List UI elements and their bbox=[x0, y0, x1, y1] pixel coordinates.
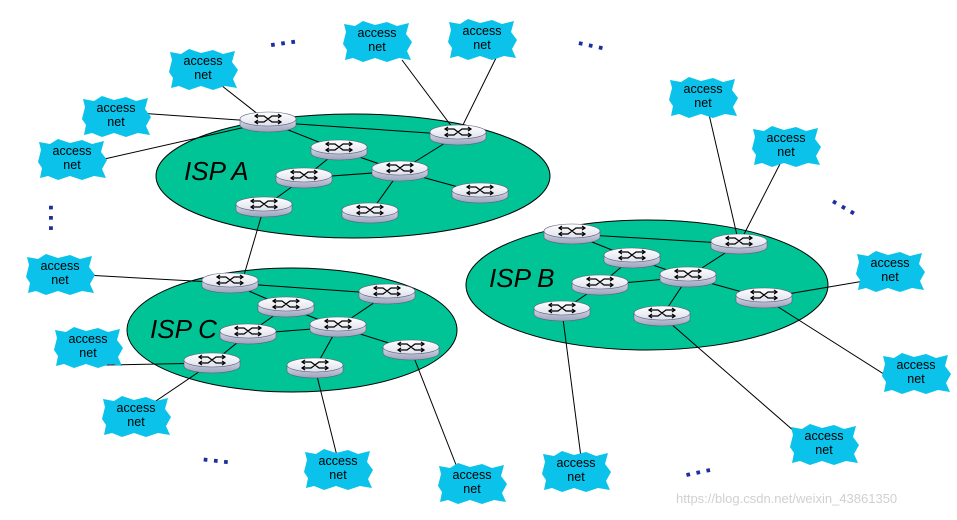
router-icon bbox=[183, 352, 241, 374]
router-icon bbox=[659, 266, 717, 288]
access-net-cloud: access net bbox=[448, 19, 517, 60]
access-net-line1: access bbox=[897, 358, 936, 372]
access-net-cloud: access net bbox=[856, 251, 925, 292]
isp-a-label: ISP A bbox=[184, 156, 249, 186]
access-net-cloud: access net bbox=[82, 96, 151, 137]
access-net-line1: access bbox=[463, 24, 502, 38]
access-net-line1: access bbox=[684, 82, 723, 96]
access-net-cloud: access net bbox=[669, 77, 738, 118]
router-icon bbox=[533, 300, 591, 322]
router-icon bbox=[275, 167, 333, 189]
router-icon bbox=[633, 305, 691, 327]
access-net-cloud: access net bbox=[752, 126, 821, 167]
ellipsis-right: ... bbox=[828, 181, 870, 222]
access-net-line1: access bbox=[41, 259, 80, 273]
access-net-line2: net bbox=[127, 415, 145, 429]
access-net-cloud: access net bbox=[790, 424, 859, 465]
access-net-line1: access bbox=[557, 456, 596, 470]
access-net-line2: net bbox=[881, 270, 899, 284]
router-icon bbox=[451, 182, 509, 204]
access-net-cloud: access net bbox=[343, 21, 412, 62]
access-net-line2: net bbox=[473, 38, 491, 52]
access-net-line2: net bbox=[567, 470, 585, 484]
access-net-line1: access bbox=[358, 26, 397, 40]
ellipsis-marks: ... ... ... ... ... ... bbox=[43, 19, 869, 483]
access-net-line2: net bbox=[79, 346, 97, 360]
router-icon bbox=[382, 339, 440, 361]
access-net-cloud: access net bbox=[542, 451, 611, 492]
ellipsis-top-left: ... bbox=[266, 19, 301, 53]
router-icon bbox=[603, 247, 661, 269]
access-net-line2: net bbox=[777, 145, 795, 159]
access-net-cloud: access net bbox=[38, 139, 107, 180]
router-icon bbox=[219, 323, 277, 345]
access-net-line1: access bbox=[805, 429, 844, 443]
access-net-line1: access bbox=[117, 401, 156, 415]
access-net-line1: access bbox=[453, 468, 492, 482]
router-icon bbox=[429, 124, 487, 146]
access-net-cloud: access net bbox=[304, 449, 373, 490]
access-net-line2: net bbox=[463, 482, 481, 496]
access-net-cloud: access net bbox=[54, 327, 123, 368]
access-net-line2: net bbox=[694, 96, 712, 110]
access-net-line1: access bbox=[69, 332, 108, 346]
router-icon bbox=[309, 316, 367, 338]
ellipsis-left: ... bbox=[43, 204, 73, 235]
access-net-line2: net bbox=[815, 443, 833, 457]
access-net-line2: net bbox=[329, 468, 347, 482]
access-net-line1: access bbox=[184, 54, 223, 68]
router-icon bbox=[358, 283, 416, 305]
access-net-line2: net bbox=[194, 68, 212, 82]
router-icon bbox=[341, 202, 399, 224]
access-net-line1: access bbox=[319, 454, 358, 468]
access-nets: access net access net access net access … bbox=[26, 19, 951, 504]
access-net-line2: net bbox=[107, 115, 125, 129]
access-net-cloud: access net bbox=[169, 49, 238, 90]
router-icon bbox=[310, 139, 368, 161]
isp-b-label: ISP B bbox=[489, 263, 555, 293]
ellipsis-bottom-right: ... bbox=[680, 447, 716, 483]
access-net-line1: access bbox=[871, 256, 910, 270]
router-icon bbox=[543, 223, 601, 245]
access-net-line1: access bbox=[53, 144, 92, 158]
router-icon bbox=[710, 233, 768, 255]
access-net-line2: net bbox=[63, 158, 81, 172]
router-icon bbox=[239, 111, 297, 133]
router-icon bbox=[735, 287, 793, 309]
router-icon bbox=[201, 272, 259, 294]
access-net-line1: access bbox=[97, 101, 136, 115]
router-icon bbox=[286, 357, 344, 379]
ellipsis-bottom-left: ... bbox=[201, 437, 235, 470]
access-net-line2: net bbox=[368, 40, 386, 54]
router-icon bbox=[235, 196, 293, 218]
router-icon bbox=[257, 296, 315, 318]
access-net-line2: net bbox=[907, 372, 925, 386]
access-net-line1: access bbox=[767, 131, 806, 145]
access-net-cloud: access net bbox=[26, 254, 95, 295]
router-icon bbox=[571, 274, 629, 296]
ellipsis-top-right: ... bbox=[575, 21, 611, 57]
isp-c-label: ISP C bbox=[150, 314, 217, 344]
watermark: https://blog.csdn.net/weixin_43861350 bbox=[676, 491, 897, 506]
router-icon bbox=[371, 160, 429, 182]
access-net-cloud: access net bbox=[102, 396, 171, 437]
access-net-cloud: access net bbox=[438, 463, 507, 504]
access-net-line2: net bbox=[51, 273, 69, 287]
access-net-cloud: access net bbox=[882, 353, 951, 394]
